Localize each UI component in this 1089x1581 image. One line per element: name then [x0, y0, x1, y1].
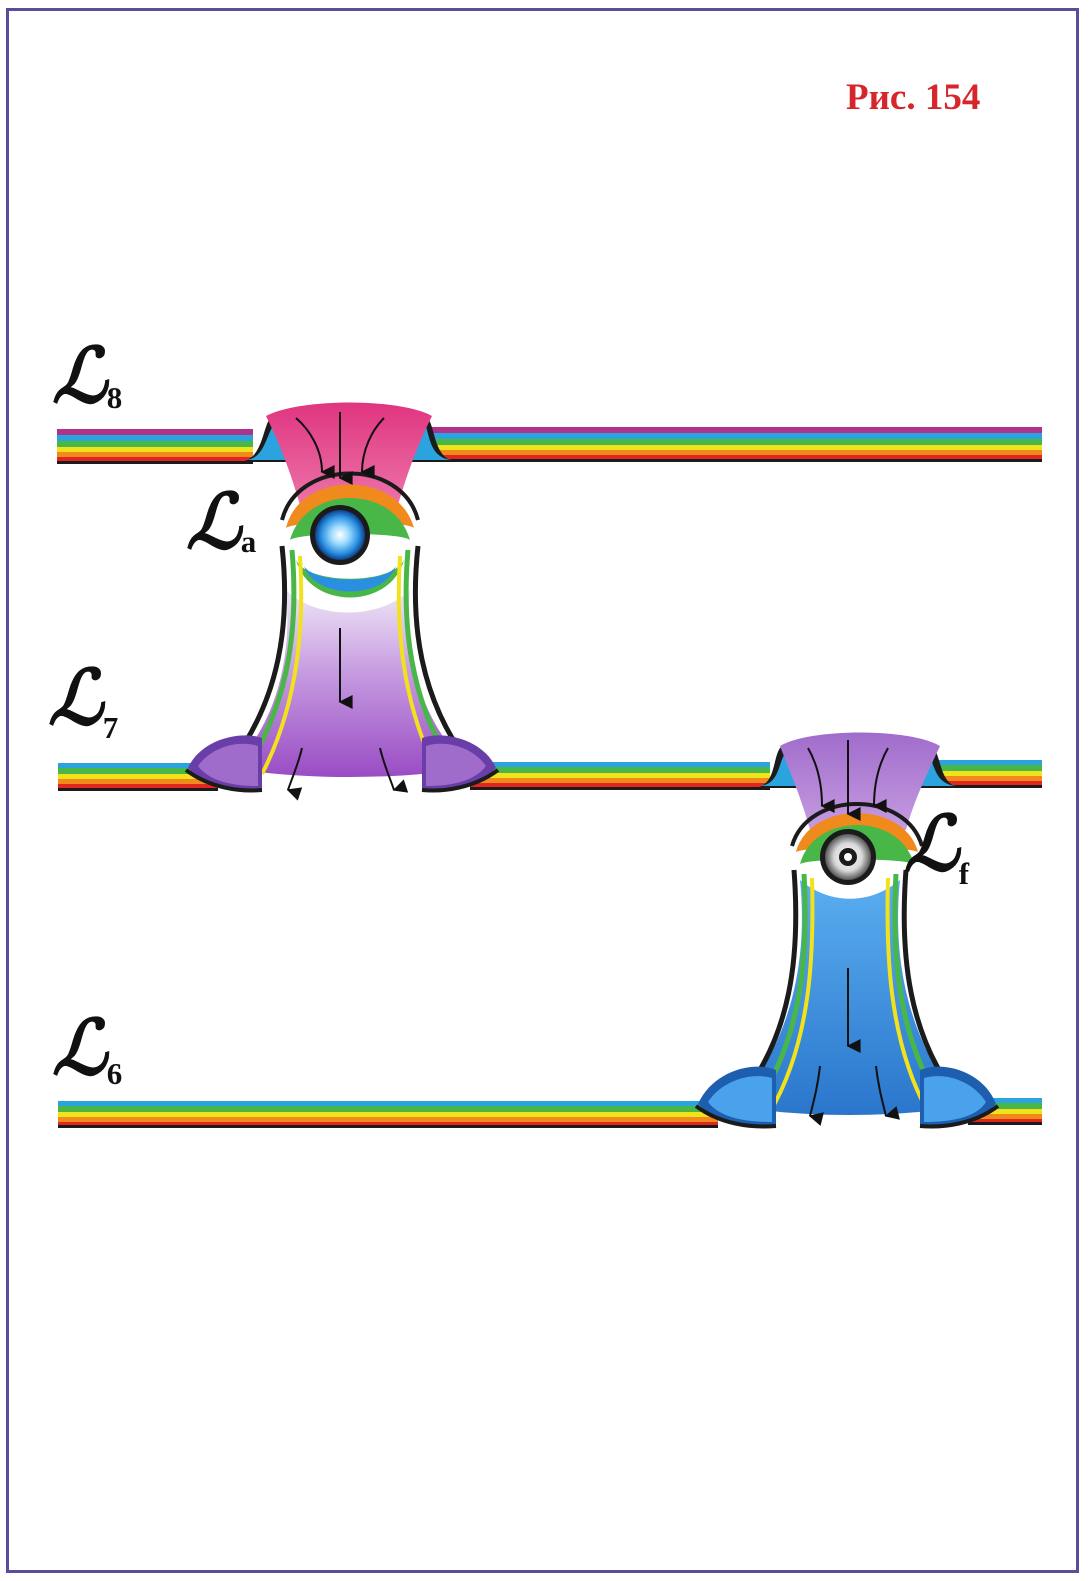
node-subscript: a [241, 524, 257, 559]
level-glyph: ℒ [52, 1003, 107, 1092]
level-label-l7: ℒ7 [48, 660, 118, 736]
level-subscript: 6 [107, 1056, 123, 1091]
node-glyph: ℒ [186, 477, 241, 566]
level-label-l6: ℒ6 [52, 1010, 122, 1086]
node-subscript: f [959, 856, 969, 891]
level-glyph: ℒ [48, 653, 103, 742]
level-subscript: 7 [103, 710, 119, 745]
level-label-l8: ℒ8 [52, 338, 122, 414]
node-glyph: ℒ [904, 799, 959, 888]
node-label-lf: ℒf [904, 806, 969, 882]
level-subscript: 8 [107, 380, 123, 415]
level-glyph: ℒ [52, 331, 107, 420]
band-level-8 [57, 427, 1042, 464]
node-label-la: ℒa [186, 484, 256, 560]
funnel-lower [696, 733, 998, 1127]
